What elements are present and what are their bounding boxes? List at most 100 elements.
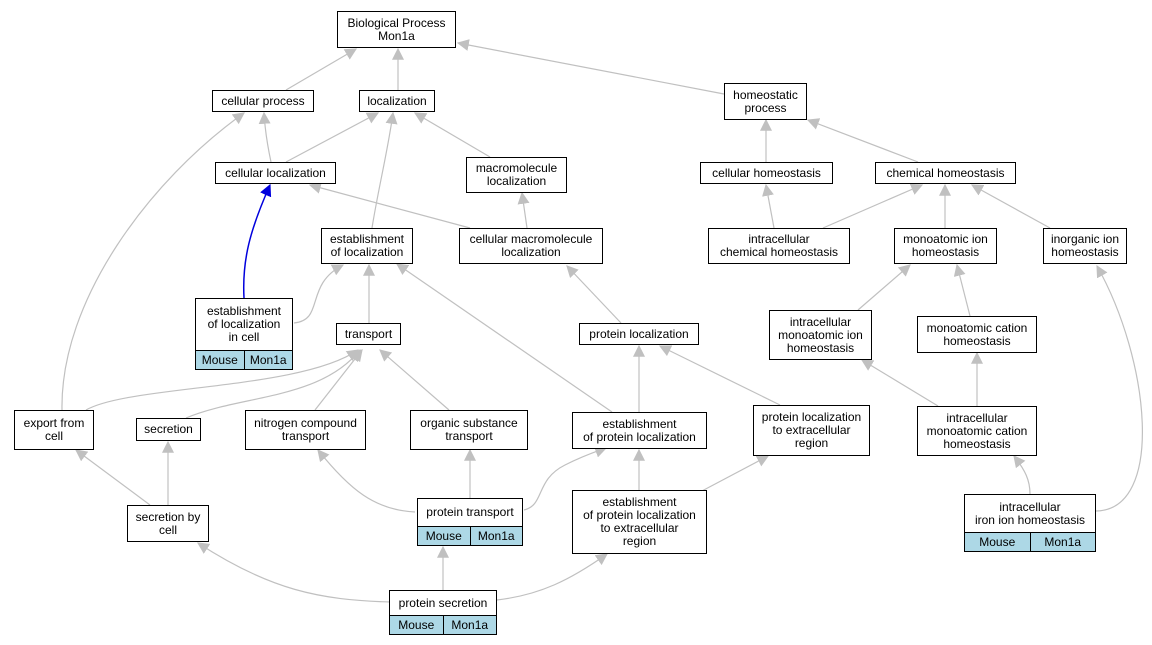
node-label: secretion by cell bbox=[135, 509, 201, 537]
edge-cell-macromol-to-macromolecule bbox=[517, 191, 530, 229]
node-inorganic-ion-homeostasis[interactable]: inorganic ion homeostasis bbox=[1043, 228, 1127, 264]
node-intracellular-iron-ion-homeostasis[interactable]: intracellular iron ion homeostasis Mouse… bbox=[964, 494, 1096, 552]
node-cellular-process[interactable]: cellular process bbox=[212, 90, 314, 112]
node-biological-process[interactable]: Biological Process Mon1a bbox=[337, 11, 456, 48]
edge-highlight-eloc-in-cell-to-cellular-localization bbox=[242, 183, 272, 299]
edge-intra-chem-to-cellular-homeostasis bbox=[762, 183, 775, 229]
annotation-row: Mouse Mon1a bbox=[196, 350, 292, 369]
node-organic-substance-transport[interactable]: organic substance transport bbox=[410, 410, 528, 450]
annotation-species: Mouse bbox=[418, 527, 470, 545]
node-protein-secretion[interactable]: protein secretion Mouse Mon1a bbox=[389, 590, 497, 635]
node-establishment-of-localization[interactable]: establishment of localization bbox=[321, 228, 413, 264]
edge-chemical-homeostasis-to-homeostatic bbox=[806, 118, 919, 163]
edge-prot-loc-extracell-to-protein-loc bbox=[658, 345, 781, 406]
node-label: export from cell bbox=[23, 416, 85, 443]
edge-secretion-by-cell-to-export bbox=[75, 449, 151, 506]
annotation-row: Mouse Mon1a bbox=[418, 526, 522, 545]
edge-intra-cation-to-intra-monoatomic bbox=[860, 359, 939, 407]
node-chemical-homeostasis[interactable]: chemical homeostasis bbox=[875, 162, 1016, 184]
node-label: establishment of localization bbox=[329, 232, 405, 259]
node-export-from-cell[interactable]: export from cell bbox=[14, 410, 94, 450]
node-homeostatic-process[interactable]: homeostatic process bbox=[724, 83, 807, 120]
node-label: establishment of protein localization to… bbox=[583, 495, 696, 548]
edge-cellular-localization-to-cellular-process bbox=[258, 111, 272, 163]
node-label: Biological Process Mon1a bbox=[347, 15, 446, 43]
node-protein-localization[interactable]: protein localization bbox=[579, 323, 699, 345]
edge-establishment-loc-to-localization bbox=[371, 111, 398, 229]
edge-inorganic-ion-to-chemical-homeostasis bbox=[970, 184, 1051, 229]
node-intracellular-monoatomic-ion-homeostasis[interactable]: intracellular monoatomic ion homeostasis bbox=[769, 310, 872, 360]
node-label: intracellular chemical homeostasis bbox=[719, 232, 839, 259]
node-macromolecule-localization[interactable]: macromolecule localization bbox=[466, 157, 567, 193]
edge-iron-to-inorganic-ion bbox=[1095, 264, 1143, 512]
node-label: intracellular iron ion homeostasis bbox=[974, 499, 1086, 527]
node-establishment-of-localization-in-cell[interactable]: establishment of localization in cell Mo… bbox=[195, 298, 293, 370]
annotation-species: Mouse bbox=[390, 616, 443, 634]
node-cellular-homeostasis[interactable]: cellular homeostasis bbox=[700, 162, 833, 184]
node-protein-transport[interactable]: protein transport Mouse Mon1a bbox=[417, 498, 523, 546]
node-label: macromolecule localization bbox=[475, 161, 558, 188]
node-label: intracellular monoatomic ion homeostasis bbox=[778, 314, 863, 355]
annotation-gene: Mon1a bbox=[469, 527, 522, 545]
node-label: organic substance transport bbox=[420, 416, 518, 443]
annotation-gene: Mon1a bbox=[442, 616, 496, 634]
node-label: cellular process bbox=[221, 93, 305, 108]
edge-cellular-process-to-bp bbox=[285, 48, 358, 91]
edge-cellular-localization-to-localization bbox=[285, 112, 380, 163]
edge-nitrogen-to-transport bbox=[314, 349, 363, 411]
annotation-species: Mouse bbox=[965, 533, 1030, 551]
node-label: establishment of protein localization bbox=[583, 416, 696, 444]
edge-export-to-transport bbox=[85, 349, 359, 411]
edge-est-protein-loc-to-establishment-loc bbox=[396, 263, 613, 413]
node-label: monoatomic cation homeostasis bbox=[926, 320, 1028, 348]
node-label: protein secretion bbox=[398, 595, 488, 610]
node-label: homeostatic process bbox=[733, 87, 798, 115]
node-establishment-of-protein-localization-to-extracellular-region[interactable]: establishment of protein localization to… bbox=[572, 490, 707, 554]
node-cellular-macromolecule-localization[interactable]: cellular macromolecule localization bbox=[459, 228, 603, 264]
edge-organic-to-transport bbox=[379, 349, 450, 411]
edge-protein-transport-to-nitrogen bbox=[317, 449, 416, 513]
edge-export-to-cellular-process bbox=[61, 112, 245, 411]
edge-homeostatic-to-bp bbox=[456, 39, 725, 95]
edge-protein-loc-to-cell-macromol bbox=[566, 265, 622, 324]
node-label: nitrogen compound transport bbox=[254, 416, 357, 443]
node-label: protein localization to extracellular re… bbox=[761, 410, 862, 450]
node-monoatomic-ion-homeostasis[interactable]: monoatomic ion homeostasis bbox=[894, 228, 997, 264]
node-label: secretion bbox=[144, 422, 193, 436]
edge-intra-chem-to-chemical-homeostasis bbox=[822, 183, 924, 229]
node-label: cellular homeostasis bbox=[712, 165, 821, 180]
node-transport[interactable]: transport bbox=[336, 323, 401, 345]
edge-est-extracell-to-prot-loc-extracell bbox=[699, 455, 770, 493]
node-protein-localization-to-extracellular-region[interactable]: protein localization to extracellular re… bbox=[753, 405, 870, 456]
node-nitrogen-compound-transport[interactable]: nitrogen compound transport bbox=[245, 410, 366, 450]
annotation-gene: Mon1a bbox=[1029, 533, 1095, 551]
node-label: chemical homeostasis bbox=[886, 165, 1005, 180]
edge-intra-monoatomic-to-intra-chem bbox=[857, 264, 911, 311]
node-localization[interactable]: localization bbox=[359, 90, 435, 112]
edge-cell-macromol-to-cellular-localization bbox=[308, 182, 471, 229]
node-label: cellular localization bbox=[225, 165, 326, 180]
node-label: protein transport bbox=[426, 505, 514, 519]
node-intracellular-monoatomic-cation-homeostasis[interactable]: intracellular monoatomic cation homeosta… bbox=[917, 406, 1037, 456]
edge-monoatomic-cation-to-monoatomic-ion bbox=[953, 263, 971, 317]
annotation-row: Mouse Mon1a bbox=[965, 532, 1095, 551]
edge-iron-to-intra-cation bbox=[1013, 455, 1031, 495]
node-cellular-localization[interactable]: cellular localization bbox=[215, 162, 336, 184]
edge-protein-secretion-to-secretion-by-cell bbox=[196, 542, 391, 603]
node-monoatomic-cation-homeostasis[interactable]: monoatomic cation homeostasis bbox=[917, 316, 1037, 353]
edge-macromolecule-to-localization bbox=[413, 112, 491, 158]
node-intracellular-chemical-homeostasis[interactable]: intracellular chemical homeostasis bbox=[708, 228, 850, 264]
annotation-gene: Mon1a bbox=[243, 351, 292, 369]
edge-protein-transport-to-est-protein-loc bbox=[523, 446, 608, 511]
annotation-species: Mouse bbox=[196, 351, 244, 369]
node-secretion-by-cell[interactable]: secretion by cell bbox=[127, 505, 209, 542]
node-label: transport bbox=[344, 326, 393, 341]
edge-eloc-in-cell-to-establishment-loc bbox=[293, 264, 345, 324]
node-label: inorganic ion homeostasis bbox=[1050, 232, 1120, 259]
node-label: monoatomic ion homeostasis bbox=[903, 232, 988, 259]
node-secretion[interactable]: secretion bbox=[136, 418, 201, 441]
annotation-row: Mouse Mon1a bbox=[390, 615, 496, 634]
edge-secretion-to-transport bbox=[185, 349, 361, 419]
node-establishment-of-protein-localization[interactable]: establishment of protein localization bbox=[572, 412, 707, 449]
